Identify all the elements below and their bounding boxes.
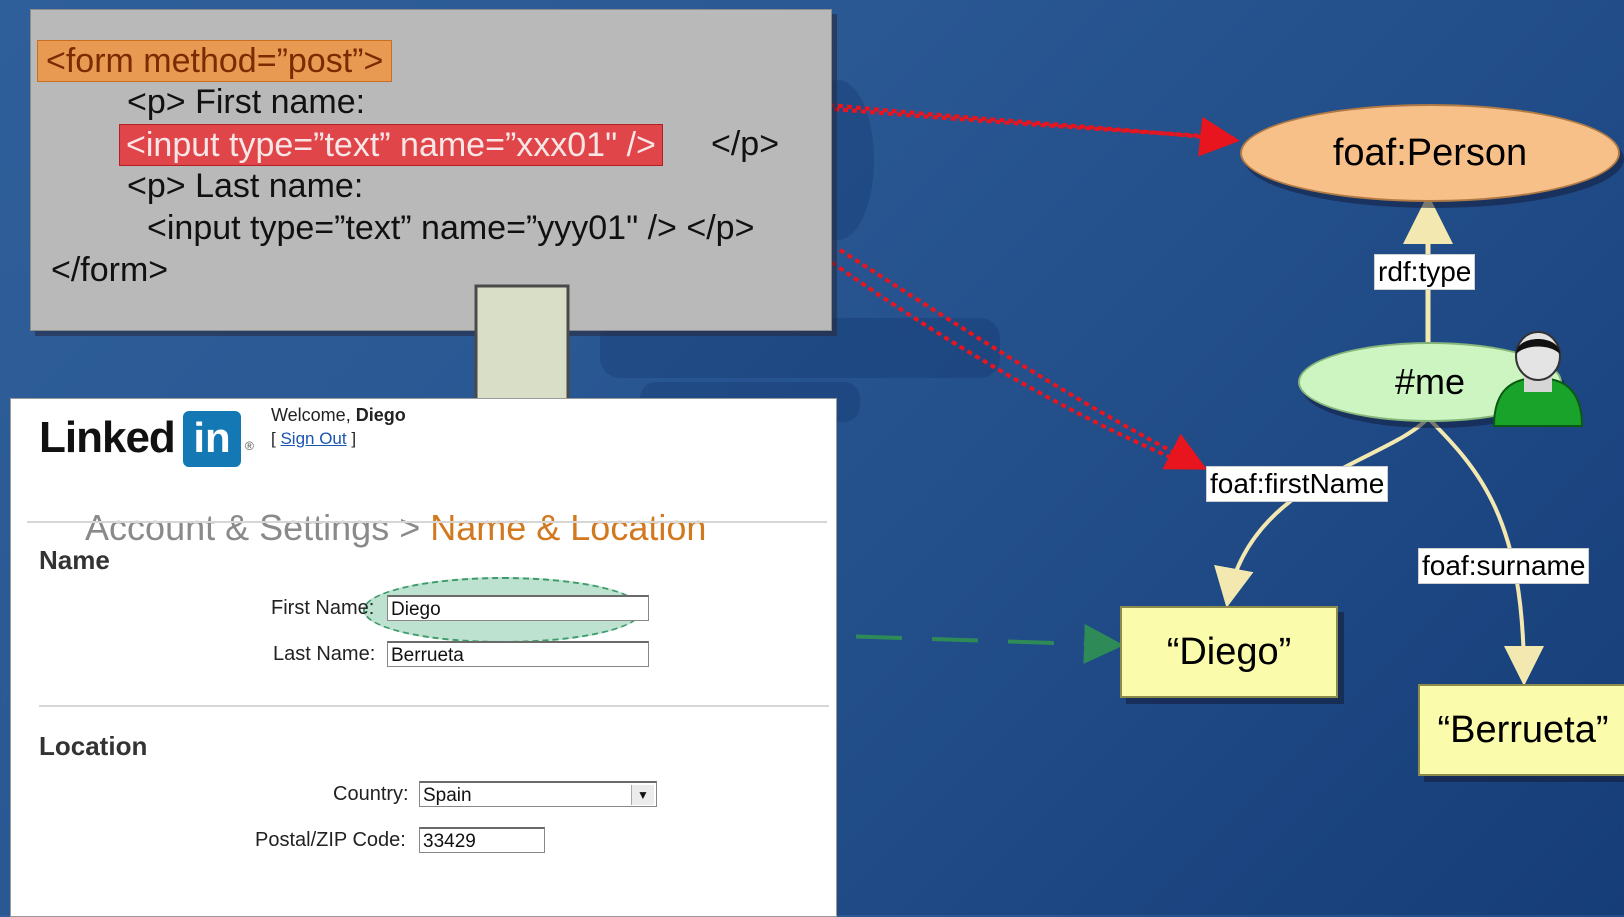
country-select[interactable]: Spain ▼ [419, 781, 657, 807]
last-name-field[interactable]: Berrueta [387, 641, 649, 667]
linkedin-settings-panel: Linked in ® Welcome, Diego [ Sign Out ] … [10, 398, 837, 917]
country-value: Spain [423, 785, 472, 806]
sign-out-link[interactable]: Sign Out [280, 429, 347, 448]
divider [39, 705, 829, 707]
first-name-field[interactable]: Diego [387, 595, 649, 621]
code-last-name-label: <p> Last name: [127, 167, 364, 205]
last-name-label: Last Name: [273, 643, 376, 665]
code-last-name-input: <input type=”text” name=”yyy01" /> </p> [147, 209, 755, 247]
edge-label-surname: foaf:surname [1418, 548, 1590, 584]
linkedin-logo-icon: in [183, 411, 241, 467]
node-literal-berrueta: “Berrueta” [1418, 684, 1624, 776]
welcome-message: Welcome, Diego [271, 405, 406, 426]
code-form-tag: <form method=”post”> [37, 40, 393, 82]
postal-code-label: Postal/ZIP Code: [255, 829, 406, 851]
registered-mark: ® [245, 439, 254, 453]
breadcrumb-parent[interactable]: Account & Settings > [85, 507, 431, 548]
page-title: Name & Location [430, 507, 707, 548]
node-foaf-person: foaf:Person [1240, 104, 1620, 202]
section-heading-name: Name [39, 545, 110, 575]
code-first-name-close: </p> [711, 125, 780, 163]
edge-surname [1426, 416, 1544, 686]
country-label: Country: [333, 783, 409, 805]
welcome-prefix: Welcome, [271, 405, 356, 425]
edge-label-firstname: foaf:firstName [1206, 466, 1389, 502]
signout-bracket-close: ] [346, 429, 357, 448]
green-arrow-to-diego [779, 623, 1124, 664]
postal-code-field[interactable]: 33429 [419, 827, 545, 853]
mapping-arrow-form-to-person-head [819, 102, 1240, 157]
signout-bracket-open: [ [271, 429, 281, 448]
edge-firstname [1214, 416, 1430, 608]
welcome-user-name: Diego [355, 405, 406, 425]
mapping-arrow-input-firstname [701, 165, 1197, 470]
code-first-name-label: <p> First name: [127, 83, 366, 121]
signout-wrapper: [ Sign Out ] [271, 429, 356, 449]
divider [27, 521, 827, 523]
mapping-arrow-input-firstname-head [838, 248, 1208, 470]
chevron-down-icon[interactable]: ▼ [631, 785, 654, 805]
breadcrumb: Account & Settings > Name & Location [27, 465, 706, 591]
first-name-label: First Name: [271, 597, 375, 619]
code-first-name-input: <input type=”text” name=”xxx01" /> [119, 124, 663, 166]
user-avatar-icon [1492, 331, 1584, 427]
section-heading-location: Location [39, 731, 148, 761]
node-literal-diego: “Diego” [1120, 606, 1338, 698]
edge-label-rdf-type: rdf:type [1374, 254, 1476, 290]
linkedin-logo-text: Linked [39, 413, 176, 462]
html-code-panel: <form method=”post”> <p> First name: <in… [30, 9, 832, 331]
code-form-close: </form> [51, 251, 169, 289]
